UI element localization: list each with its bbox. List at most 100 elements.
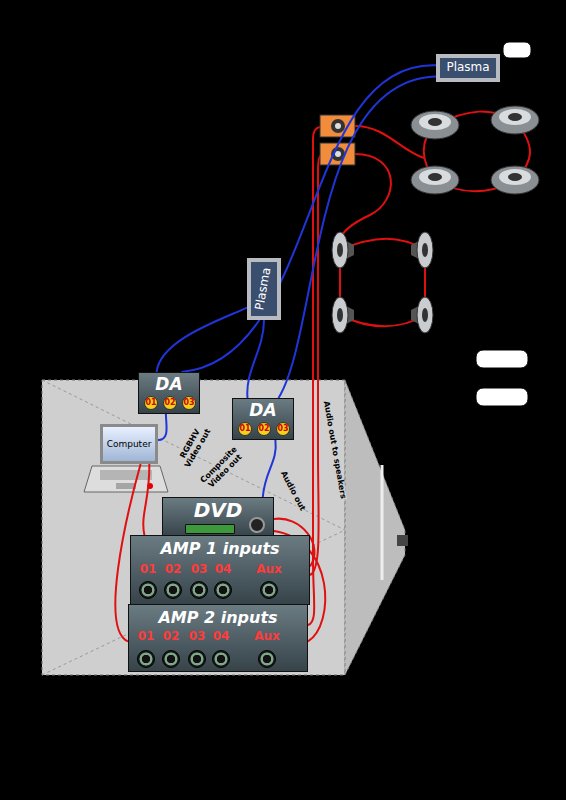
signal-label: Composite Video out (196, 442, 249, 495)
projector (397, 535, 408, 546)
signal-label: RGBHV Video out (173, 418, 216, 474)
port-number: 03 (183, 399, 194, 408)
amplifier: AMP 1 inputs01 02 03 04 Aux (130, 535, 310, 605)
port-number: Aux (254, 630, 280, 643)
port-number: 01 (140, 563, 157, 576)
port-number: 02 (258, 425, 269, 434)
cable (279, 76, 437, 398)
wall-speaker (417, 297, 433, 333)
port-number: 02 (165, 563, 182, 576)
display-window (185, 524, 235, 534)
blank-tag (476, 388, 528, 406)
port-number: 01 (145, 399, 156, 408)
connector-port (260, 581, 278, 599)
ceiling-speaker (411, 166, 459, 194)
port-number: 02 (163, 630, 180, 643)
signal-label: Audio out (279, 470, 308, 513)
touchpad (116, 483, 136, 489)
ceiling-speaker (508, 173, 522, 181)
port-number: 04 (213, 630, 230, 643)
port-number: 04 (213, 630, 230, 643)
cable (143, 464, 149, 535)
port-number: 02 (258, 425, 269, 434)
device-name: DA (249, 401, 276, 421)
plasma-screen: Plasma (436, 54, 500, 82)
wire-label: Audio out to speakers (321, 399, 347, 500)
room-wall (345, 380, 405, 675)
ceiling-speaker (428, 173, 442, 181)
device-name: DVD (194, 499, 243, 522)
speaker-wire (340, 239, 425, 327)
port-number: 01 (239, 425, 250, 434)
ceiling-speaker (419, 169, 451, 185)
device-name: AMP 2 inputs (158, 609, 277, 627)
ceiling-speaker (411, 111, 459, 139)
port-number: 02 (165, 563, 182, 576)
distribution-amplifier: DA 01 02 03 (232, 398, 294, 440)
connector-port (212, 650, 230, 668)
blank-tag (476, 350, 528, 368)
device-name: AMP 1 inputs (160, 540, 279, 558)
laptop-base (84, 466, 168, 492)
projection-screen (381, 465, 384, 580)
port-number: 03 (191, 563, 208, 576)
connector-port (137, 650, 155, 668)
ceiling-speaker (491, 106, 539, 134)
wall-speaker (332, 297, 348, 333)
distribution-amplifier: DA 01 02 03 (138, 372, 200, 414)
amplifier: AMP 2 inputs01 02 03 04 Aux (128, 604, 308, 672)
port-number: 02 (164, 399, 175, 408)
port-number: 04 (215, 563, 232, 576)
wall-speaker (422, 308, 428, 322)
port-number: 04 (215, 563, 232, 576)
speaker-icon (335, 123, 341, 129)
port-number: 03 (189, 630, 206, 643)
perspective-line (42, 530, 345, 675)
port-number: 03 (277, 425, 288, 434)
wire-label: Audio out to speakers (321, 399, 347, 500)
port-number: 02 (164, 399, 175, 408)
speaker-icon (331, 119, 345, 133)
speaker-wire (340, 154, 391, 240)
cable (158, 414, 167, 440)
blank-tag (503, 42, 531, 58)
port-number: 03 (189, 630, 206, 643)
speaker-output-box (320, 115, 355, 137)
room-floor (42, 380, 345, 675)
port-number: 01 (140, 563, 157, 576)
port-number: Aux (256, 563, 282, 576)
control-knob (249, 517, 265, 533)
device-name: DA (155, 375, 182, 395)
wall-speaker (417, 232, 433, 268)
port-number: 01 (145, 399, 156, 408)
ceiling-speaker (508, 113, 522, 121)
plasma-screen: Plasma (247, 258, 281, 320)
connector-port (190, 581, 208, 599)
port-number: 01 (239, 425, 250, 434)
port-number: Aux (254, 630, 280, 643)
wall-speaker (422, 243, 428, 257)
ceiling-speaker (419, 114, 451, 130)
screen-label: Plasma (446, 61, 489, 75)
connector-port (258, 650, 276, 668)
port-number: Aux (256, 563, 282, 576)
connector-port (162, 650, 180, 668)
cable (247, 320, 264, 398)
laptop-screen: Computer (100, 424, 158, 464)
connector-port (164, 581, 182, 599)
speaker-wire (310, 155, 322, 575)
cable (263, 440, 276, 497)
screen-label: Plasma (253, 267, 274, 312)
ceiling-speaker (491, 166, 539, 194)
cable (181, 65, 436, 372)
signal-label: Audio out (279, 470, 308, 513)
ceiling-speaker (428, 118, 442, 126)
port-number: 03 (183, 399, 194, 408)
port-number: 03 (191, 563, 208, 576)
keyboard (100, 470, 152, 480)
cable (157, 308, 247, 372)
signal-label: Composite Video out (196, 442, 249, 495)
port-number: 01 (138, 630, 155, 643)
port-number: 01 (138, 630, 155, 643)
